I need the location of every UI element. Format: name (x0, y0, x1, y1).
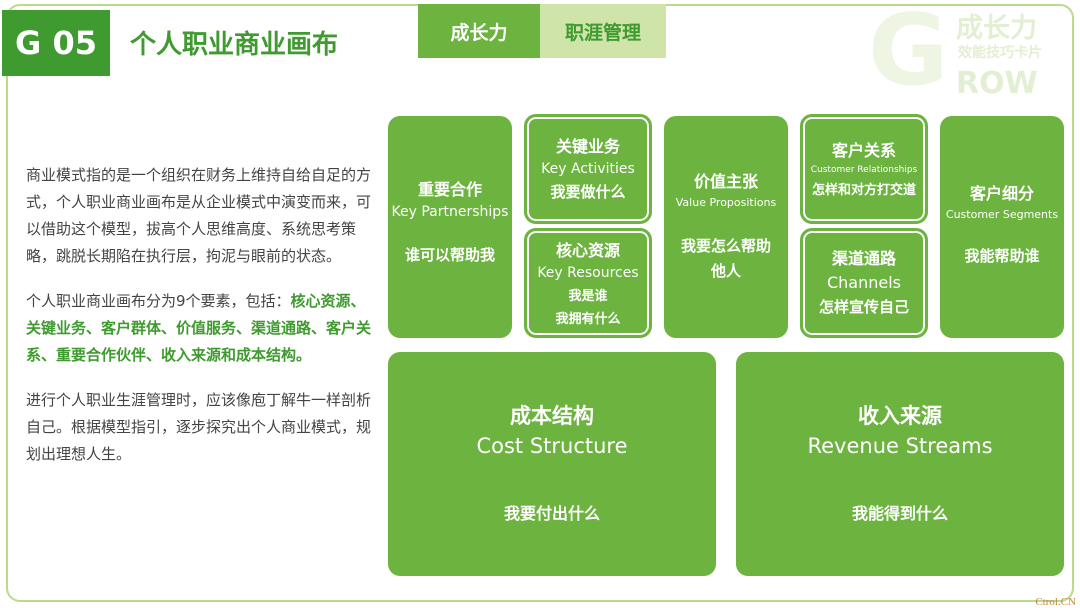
channels-title: 渠道通路 (831, 249, 896, 268)
credit-text: Ctrol.CN (1035, 596, 1076, 608)
value-question-2: 他人 (710, 262, 741, 280)
watermark-title: 成长力 (956, 13, 1037, 44)
canvas-key-resources: 核心资源 Key Resources 我是谁 我拥有什么 (524, 228, 652, 338)
cost-title: 成本结构 (510, 404, 594, 428)
tab-career-management[interactable]: 职涯管理 (540, 4, 666, 58)
canvas-revenue-streams: 收入来源 Revenue Streams 我能得到什么 (736, 352, 1064, 576)
intro-paragraph-2: 个人职业商业画布分为9个要素，包括：核心资源、关键业务、客户群体、价值服务、渠道… (26, 288, 376, 369)
value-question-1: 我要怎么帮助 (680, 237, 771, 255)
canvas-key-partnerships: 重要合作 Key Partnerships 谁可以帮助我 (388, 116, 512, 338)
segments-en: Customer Segments (945, 208, 1059, 221)
intro-paragraph-3: 进行个人职业生涯管理时，应该像庖丁解牛一样剖析自己。根据模型指引，逐步探究出个人… (26, 391, 372, 463)
value-title: 价值主张 (693, 172, 758, 191)
channels-en: Channels (826, 273, 902, 292)
card-code-badge: G 05 (2, 10, 110, 76)
value-en: Value Propositions (675, 196, 777, 209)
resources-question-1: 我是谁 (568, 289, 608, 304)
canvas-customer-segments: 客户细分 Customer Segments 我能帮助谁 (940, 116, 1064, 338)
relationships-en: Customer Relationships (810, 165, 918, 175)
watermark-letter: G (868, 0, 949, 108)
resources-en: Key Resources (537, 265, 639, 281)
resources-title: 核心资源 (555, 241, 620, 260)
segments-question: 我能帮助谁 (964, 247, 1040, 265)
activities-title: 关键业务 (555, 137, 620, 156)
canvas-channels: 渠道通路 Channels 怎样宣传自己 (800, 228, 928, 338)
partners-title: 重要合作 (417, 180, 482, 199)
canvas-key-activities: 关键业务 Key Activities 我要做什么 (524, 114, 652, 224)
intro-paragraph-1: 商业模式指的是一个组织在财务上维持自给自足的方式，个人职业商业画布是从企业模式中… (26, 166, 372, 265)
revenue-question: 我能得到什么 (851, 504, 948, 523)
activities-question: 我要做什么 (550, 183, 626, 201)
activities-en: Key Activities (541, 161, 635, 177)
watermark-subtitle: 效能技巧卡片 (958, 45, 1042, 61)
page-title: 个人职业商业画布 (130, 30, 339, 60)
partners-question: 谁可以帮助我 (404, 246, 495, 264)
revenue-en: Revenue Streams (807, 434, 993, 458)
cost-en: Cost Structure (476, 434, 628, 458)
partners-en: Key Partnerships (391, 204, 509, 220)
cost-question: 我要付出什么 (503, 504, 600, 523)
relationships-title: 客户关系 (831, 141, 896, 160)
intro-lead: 个人职业商业画布分为9个要素，包括： (26, 292, 291, 310)
canvas-cost-structure: 成本结构 Cost Structure 我要付出什么 (388, 352, 716, 576)
channels-question: 怎样宣传自己 (818, 298, 909, 316)
intro-elements-highlight: 核心资源、关键业务、客户群体、价值服务、渠道通路、客户关系、重要合作伙伴、收入来… (26, 292, 372, 364)
intro-text: 商业模式指的是一个组织在财务上维持自给自足的方式，个人职业商业画布是从企业模式中… (26, 162, 376, 486)
canvas-value-propositions: 价值主张 Value Propositions 我要怎么帮助 他人 (664, 116, 788, 338)
tab-growth[interactable]: 成长力 (418, 4, 540, 58)
relationships-question: 怎样和对方打交道 (811, 183, 916, 198)
canvas-customer-relationships: 客户关系 Customer Relationships 怎样和对方打交道 (800, 114, 928, 224)
revenue-title: 收入来源 (858, 404, 942, 428)
segments-title: 客户细分 (969, 184, 1034, 203)
resources-question-2: 我拥有什么 (555, 312, 621, 327)
watermark-row: ROW (956, 66, 1038, 101)
